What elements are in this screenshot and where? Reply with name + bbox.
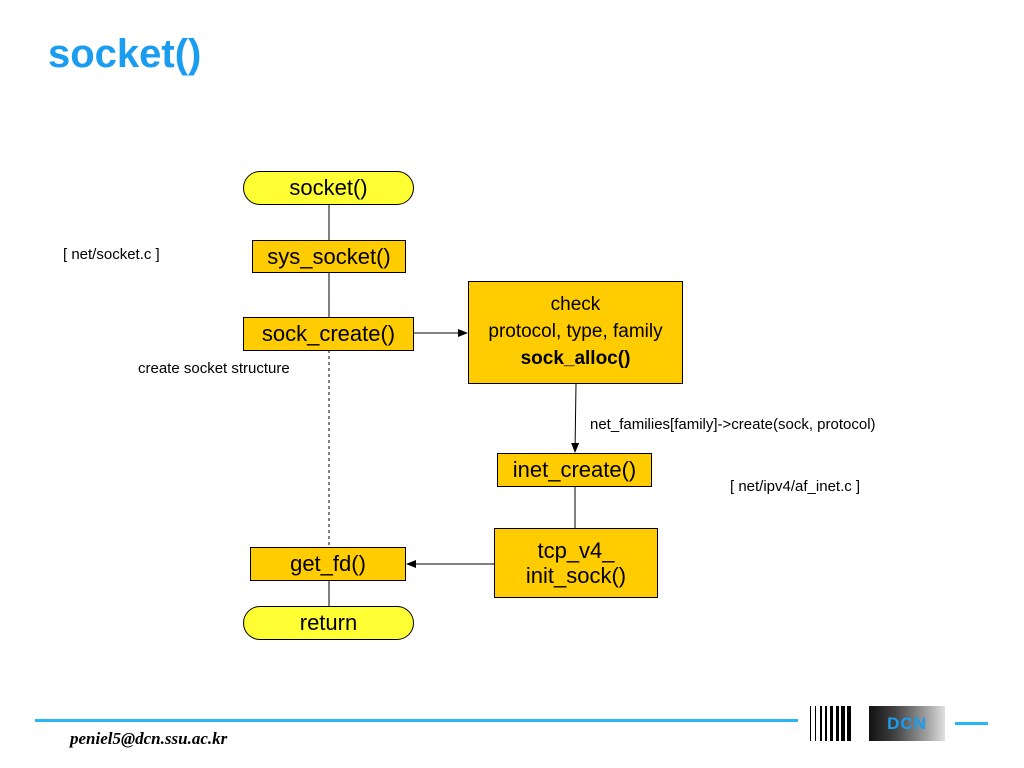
- return-label: return: [299, 610, 358, 636]
- footer-divider-right: [955, 722, 988, 725]
- sys-socket-node: sys_socket(): [252, 240, 406, 273]
- tcp-line-2: init_sock(): [525, 563, 627, 588]
- tcp-v4-init-sock-node: tcp_v4_ init_sock(): [494, 528, 658, 598]
- sock-create-label: sock_create(): [261, 321, 396, 347]
- get-fd-node: get_fd(): [250, 547, 406, 581]
- arrow-check-to-inet-create: [571, 383, 580, 453]
- create-socket-structure-note: create socket structure: [138, 360, 290, 377]
- page-title: socket(): [48, 32, 202, 76]
- tcp-line-1: tcp_v4_: [537, 537, 615, 563]
- inet-create-label: inet_create(): [512, 457, 637, 483]
- check-line-1: check: [550, 294, 601, 316]
- dcn-logo-text: DCN: [887, 713, 927, 733]
- socket-call-node: socket(): [243, 171, 414, 205]
- check-line-2: protocol, type, family: [488, 321, 663, 343]
- footer-email: peniel5@dcn.ssu.ac.kr: [70, 729, 228, 748]
- net-socket-source-note: [ net/socket.c ]: [63, 246, 160, 263]
- af-inet-source-note: [ net/ipv4/af_inet.c ]: [730, 478, 861, 495]
- get-fd-label: get_fd(): [290, 551, 366, 577]
- footer-divider-left: [35, 719, 798, 722]
- sock-create-node: sock_create(): [243, 317, 414, 351]
- inet-create-node: inet_create(): [497, 453, 652, 487]
- socket-call-label: socket(): [289, 175, 368, 201]
- sys-socket-label: sys_socket(): [267, 243, 391, 269]
- net-families-create-note: net_families[family]->create(sock, proto…: [590, 416, 876, 433]
- check-line-3: sock_alloc(): [520, 347, 631, 369]
- check-node: check protocol, type, family sock_alloc(…: [468, 281, 683, 384]
- dcn-logo: DCN: [869, 706, 945, 741]
- logo-barcode-stripes: [810, 706, 851, 741]
- return-node: return: [243, 606, 414, 640]
